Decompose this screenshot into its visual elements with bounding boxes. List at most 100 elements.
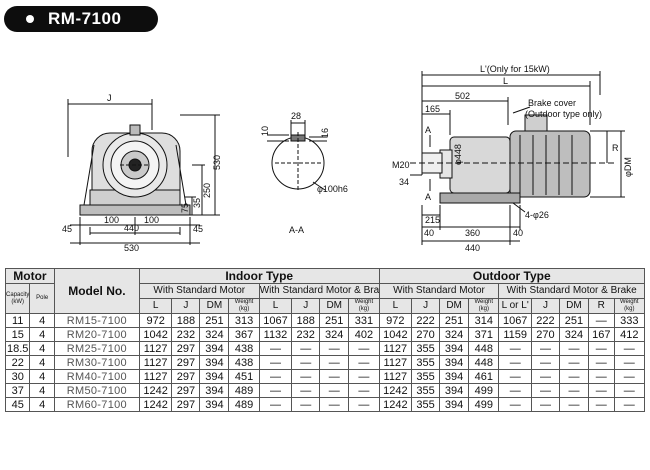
table-cell: 30 [4, 369, 31, 384]
table-cell: 355 [411, 341, 441, 356]
col-header-out-b-3: R [588, 298, 615, 314]
dim-360: 360 [465, 228, 480, 238]
table-cell: 394 [199, 383, 230, 398]
table-cell: — [319, 341, 350, 356]
dim-L-prime: L'(Only for 15kW) [480, 64, 550, 74]
model-cell: RM30-7100 [53, 355, 140, 370]
dim-34: 34 [399, 177, 409, 187]
table-cell: 324 [439, 327, 470, 342]
motor-body [509, 130, 591, 198]
table-cell: — [291, 383, 321, 398]
dim-45-right: 45 [193, 224, 203, 234]
outdoor-only-label: (Outdoor type only) [525, 109, 602, 119]
table-cell: — [348, 383, 380, 398]
table-cell: 251 [319, 313, 350, 328]
table-cell: 1127 [138, 341, 173, 356]
dim-J: J [107, 93, 112, 103]
table-cell: — [319, 355, 350, 370]
table-cell: 232 [291, 327, 321, 342]
table-cell: 461 [468, 369, 500, 384]
indoor-std-motor-header: With Standard Motor [138, 283, 260, 299]
model-cell: RM15-7100 [53, 313, 140, 328]
dim-28: 28 [291, 111, 301, 121]
model-cell: RM60-7100 [53, 397, 140, 412]
table-cell: 1127 [378, 355, 413, 370]
table-cell: — [291, 341, 321, 356]
dim-M20: M20 [392, 160, 410, 170]
table-cell: — [558, 383, 590, 398]
table-cell: — [348, 369, 380, 384]
table-cell: — [558, 397, 590, 412]
table-cell: 1042 [378, 327, 413, 342]
table-cell: 394 [439, 397, 470, 412]
table-cell: — [258, 355, 293, 370]
table-cell: — [258, 397, 293, 412]
table-cell: 499 [468, 383, 500, 398]
col-header-in-b-2: DM [319, 298, 350, 314]
table-cell: 448 [468, 341, 500, 356]
table-cell: — [348, 341, 380, 356]
table-cell: 438 [228, 355, 260, 370]
table-cell: 355 [411, 369, 441, 384]
table-cell: — [530, 383, 560, 398]
table-cell: 489 [228, 383, 260, 398]
table-cell: 4 [29, 327, 55, 342]
col-header-out-a-1: J [411, 298, 441, 314]
table-cell: 394 [439, 355, 470, 370]
table-cell: 394 [199, 369, 230, 384]
section-marker-A-bottom: A [425, 192, 431, 202]
front-view-drawing: J 530 250 35 75 100 100 440 45 45 530 [62, 93, 222, 253]
table-cell: — [613, 355, 646, 370]
dim-502: 502 [455, 91, 470, 101]
dim-440: 440 [124, 223, 139, 233]
table-cell: — [558, 369, 590, 384]
dim-440: 440 [465, 243, 480, 253]
table-cell: 314 [468, 313, 500, 328]
header-row-groups: Motor Model No. Indoor Type Outdoor Type [5, 268, 646, 314]
dim-phi448: φ448 [453, 144, 463, 165]
table-cell: 412 [613, 327, 646, 342]
table-cell: — [498, 341, 532, 356]
col-header-out-b-0: L or L' [498, 298, 532, 314]
table-cell: — [498, 355, 532, 370]
dim-165: 165 [425, 104, 440, 114]
table-cell: 232 [171, 327, 201, 342]
table-cell: 222 [530, 313, 560, 328]
product-title: RM-7100 [48, 9, 122, 28]
table-cell: 1127 [138, 369, 173, 384]
model-no-header: Model No. [53, 268, 140, 314]
table-cell: 1127 [378, 341, 413, 356]
table-cell: 371 [468, 327, 500, 342]
table-cell: 331 [348, 313, 380, 328]
col-header-out-b-2: DM [558, 298, 590, 314]
table-cell: 1067 [258, 313, 293, 328]
col-header-in-a-3: Weight (kg) [228, 298, 260, 314]
indoor-type-header: Indoor Type [138, 268, 380, 284]
table-cell: — [291, 397, 321, 412]
outdoor-std-brake-header: With Standard Motor & Brake [498, 283, 645, 299]
table-cell: — [319, 383, 350, 398]
dim-45-left: 45 [62, 224, 72, 234]
table-cell: 251 [439, 313, 470, 328]
col-header-out-a-2: DM [439, 298, 470, 314]
table-cell: 4 [29, 355, 55, 370]
table-cell: 451 [228, 369, 260, 384]
table-cell: 1127 [138, 355, 173, 370]
dim-75: 75 [180, 203, 190, 213]
table-cell: 188 [291, 313, 321, 328]
table-cell: 324 [199, 327, 230, 342]
table-cell: 438 [228, 341, 260, 356]
indoor-std-brake-header: With Standard Motor & Brake [258, 283, 380, 299]
table-cell: 22 [4, 355, 31, 370]
col-header-out-b-1: J [530, 298, 560, 314]
table-cell: — [291, 369, 321, 384]
table-cell: 1132 [258, 327, 293, 342]
dim-shaft-diameter: φ100h6 [317, 184, 348, 194]
table-cell: — [613, 369, 646, 384]
table-cell: — [258, 369, 293, 384]
table-cell: 1042 [138, 327, 173, 342]
dim-L: L [503, 76, 508, 86]
model-cell: RM20-7100 [53, 327, 140, 342]
table-cell: 367 [228, 327, 260, 342]
